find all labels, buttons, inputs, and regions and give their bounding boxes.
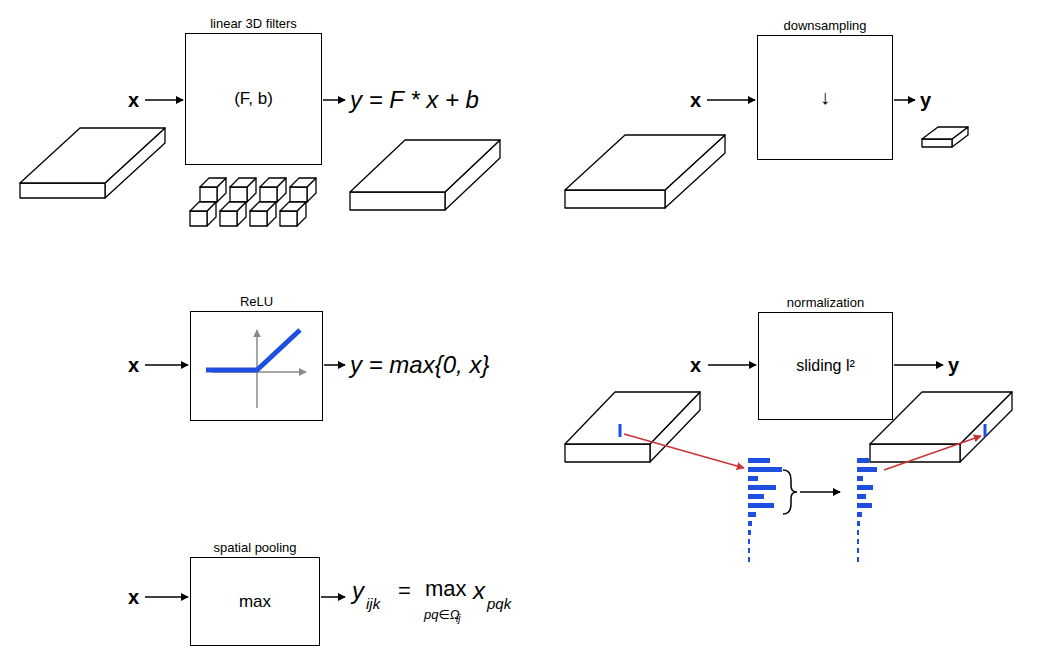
signal-label: y = F * x + b [350,88,479,112]
operation-box: linear 3D filters(F, b) [185,33,322,165]
brace [783,470,797,514]
signal-label: x [128,587,139,607]
flow-arrow [894,99,915,101]
input-slab [565,392,700,462]
flow-arrow [894,364,943,366]
formula-part: ijk [366,596,380,611]
box-label: ↓ [820,86,830,109]
filter-cube [190,202,216,226]
signal-label: y = max{0, x} [350,353,489,377]
flow-arrow [145,596,188,598]
filter-cube [290,178,316,202]
formula-part: = [398,580,411,602]
operation-box: spatial poolingmax [190,557,320,646]
formula-part: x [473,579,485,603]
block-title: downsampling [783,18,866,33]
box-label: max [239,592,271,612]
block-title: normalization [787,295,864,310]
box-label: sliding l² [796,357,855,375]
input-slab [20,128,165,198]
signal-label: x [690,355,701,375]
filter-cube [280,202,306,226]
flow-arrow [145,99,183,101]
flow-arrow [321,596,345,598]
normalization-illustration [620,424,985,562]
filter-cube [200,178,226,202]
flow-arrow [324,364,345,366]
fiber-mark [619,424,622,437]
formula-part: pqk [487,596,511,611]
flow-arrow [708,364,756,366]
formula-part: max [425,578,467,600]
block-title: ReLU [240,294,273,309]
input-slab [565,135,725,208]
relu-graph [206,330,306,408]
filter-cube [220,202,246,226]
operation-box: normalizationsliding l² [758,312,893,420]
flow-arrow [145,364,188,366]
box-label: (F, b) [234,89,273,109]
filter-cube [250,202,276,226]
formula-part: ij [456,614,460,624]
output-slab [870,392,1012,462]
fiber-mark [984,424,987,437]
signal-label: x [128,355,139,375]
formula-part: pq∈Ω [424,608,460,621]
signal-label: x [690,90,701,110]
signal-label: y [920,90,931,110]
block-title: spatial pooling [213,540,296,555]
output-slab [350,140,500,210]
signal-label: x [128,90,139,110]
flow-arrows [145,100,943,597]
filter-cube [260,178,286,202]
flow-arrow [323,99,345,101]
block-title: linear 3D filters [210,16,297,31]
flow-arrow [707,99,755,101]
small-output-slab [922,127,968,147]
signal-label: y [948,355,959,375]
bar-histogram [748,458,782,562]
formula-part: y [352,579,364,603]
bar-histogram [857,458,877,562]
filter-cube [230,178,256,202]
operation-box: downsampling↓ [757,35,893,160]
operation-box: ReLU [190,311,323,421]
